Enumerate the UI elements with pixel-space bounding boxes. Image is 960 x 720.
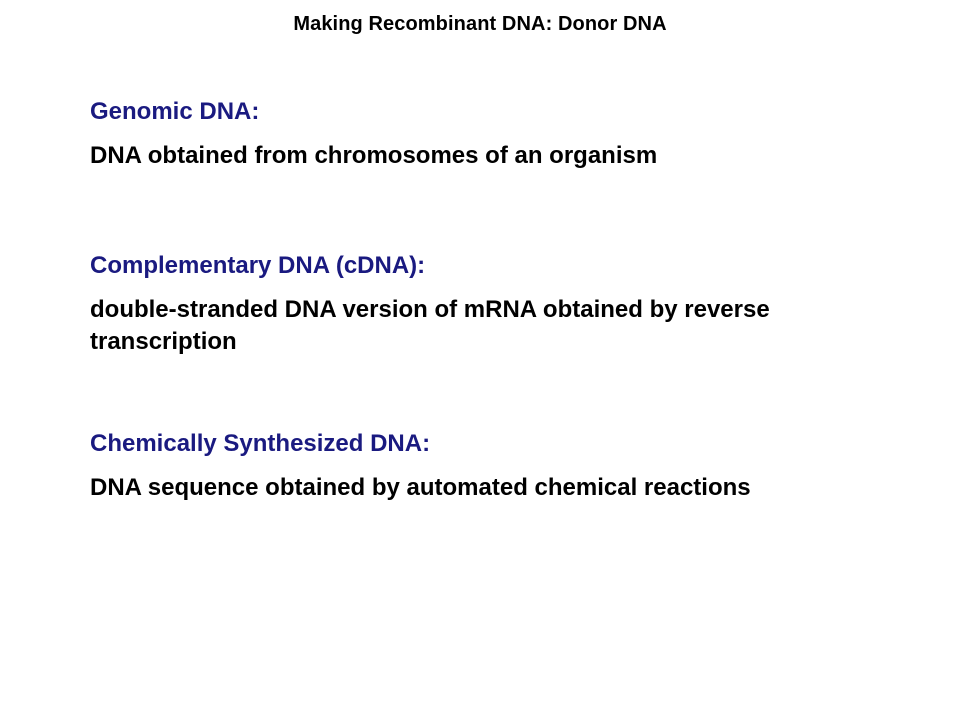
section-complementary-dna: Complementary DNA (cDNA): double-strande… [90, 250, 890, 358]
term-heading: Genomic DNA: [90, 98, 260, 125]
term-definition: double-stranded DNA version of mRNA obta… [90, 296, 770, 355]
term-definition: DNA sequence obtained by automated chemi… [90, 474, 751, 501]
term-definition: DNA obtained from chromosomes of an orga… [90, 142, 658, 169]
slide-title: Making Recombinant DNA: Donor DNA [293, 13, 667, 35]
term-heading: Complementary DNA (cDNA): [90, 252, 426, 279]
term-heading: Chemically Synthesized DNA: [90, 430, 431, 457]
slide-content: Genomic DNA: DNA obtained from chromosom… [90, 96, 890, 576]
section-genomic-dna: Genomic DNA: DNA obtained from chromosom… [90, 96, 890, 172]
section-chemically-synthesized-dna: Chemically Synthesized DNA: DNA sequence… [90, 428, 890, 504]
